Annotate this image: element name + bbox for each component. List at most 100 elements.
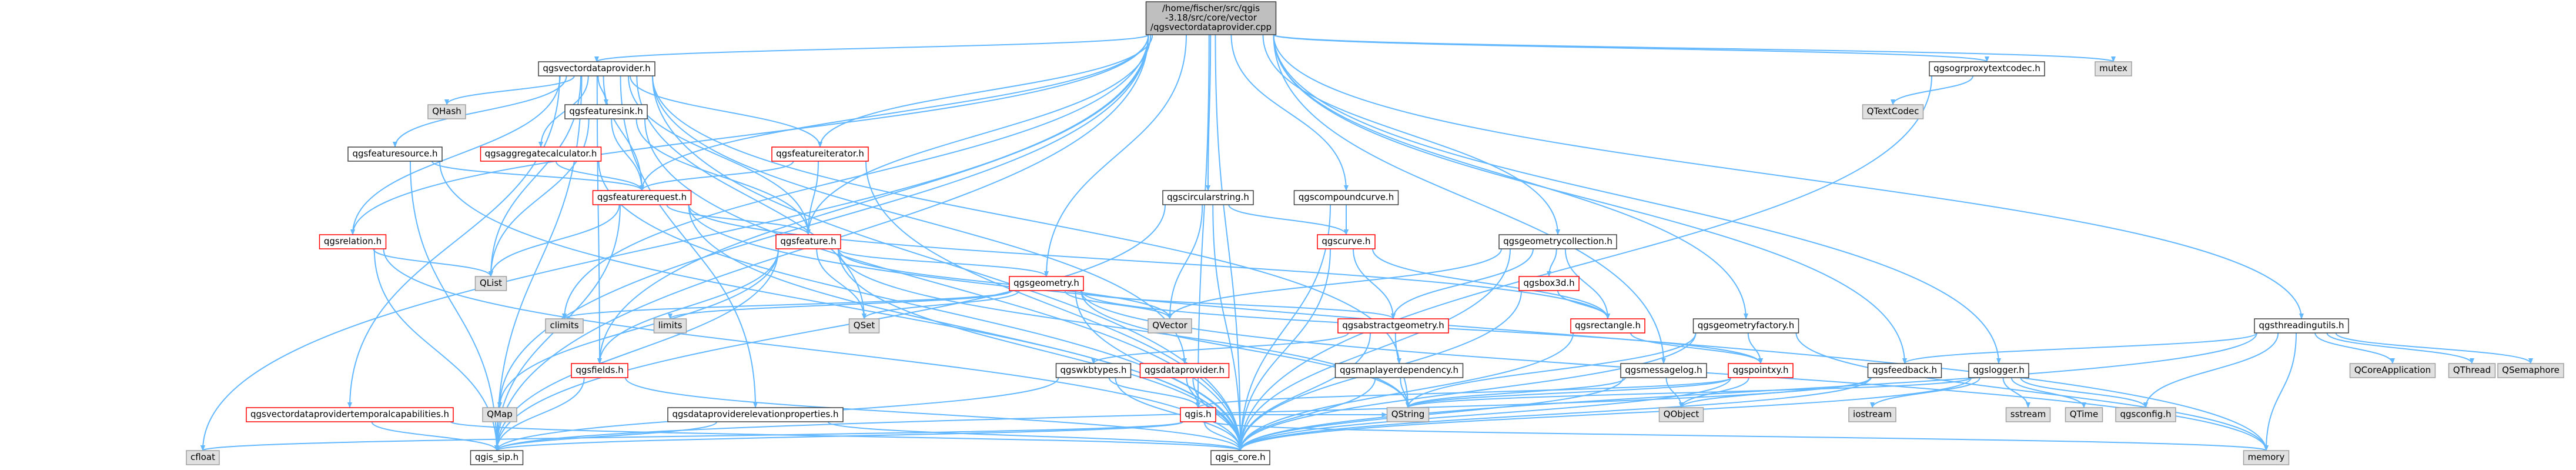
edge-vdp_h-to-qhash [444,75,575,105]
node-box [1692,318,1799,334]
node-ogrproxy[interactable]: qgsogrproxytextcodec.h [1929,61,2045,76]
node-root[interactable]: /home/fischer/src/qgis-3.18/src/core/vec… [1145,1,1277,35]
edge-logger-to-qgsconfig [2020,377,2148,408]
node-label: qgslogger.h [1973,365,2025,375]
node-label: -3.18/src/core/vector [1165,12,1257,23]
node-threadingutils[interactable]: qgsthreadingutils.h [2254,318,2349,334]
node-featurerequest[interactable]: qgsfeaturerequest.h [592,190,692,205]
node-rectangle[interactable]: qgsrectangle.h [1570,318,1645,334]
node-qlist[interactable]: QList [474,276,507,291]
node-box [1862,104,1924,119]
node-qgis_core[interactable]: qgis_core.h [1210,450,1270,465]
node-qcoreapp[interactable]: QCoreApplication [2349,363,2436,378]
edge-logger-to-iostream [1870,377,1980,408]
node-aggcalc[interactable]: qgsaggregatecalculator.h [480,146,602,162]
node-qtextcodec[interactable]: QTextCodec [1862,104,1924,119]
node-box [1570,318,1645,334]
node-qsemaphore[interactable]: QSemaphore [2497,363,2564,378]
node-limits[interactable]: limits [653,318,687,334]
edge-featurerequest-to-memory [688,204,2269,451]
edge-root-to-threadingutils [1273,34,2304,319]
node-qhash[interactable]: QHash [427,104,466,119]
node-circularstring[interactable]: qgscircularstring.h [1162,190,1254,205]
node-fields[interactable]: qgsfields.h [571,363,628,378]
node-qgis_h[interactable]: qgis.h [1180,407,1216,422]
edge-fields-to-qgis_core [625,377,1243,451]
node-qobject[interactable]: QObject [1658,407,1704,422]
edge-curve-to-abstractgeom [1353,248,1396,319]
node-abstractgeom[interactable]: qgsabstractgeometry.h [1337,318,1449,334]
node-qvector[interactable]: QVector [1148,318,1192,334]
edge-elevprops-to-qgis_sip [494,421,717,451]
node-layer: /home/fischer/src/qgis-3.18/src/core/vec… [186,1,2564,465]
node-featuresource[interactable]: qgsfeaturesource.h [347,146,443,162]
edge-root-to-geometry [1044,34,1187,277]
node-qstring[interactable]: QString [1386,407,1430,422]
node-box [1009,276,1084,291]
edge-geomfactory-to-memory [1795,332,2269,451]
node-label: qgsbox3d.h [1523,278,1574,288]
node-label: /qgsvectordataprovider.cpp [1150,22,1272,32]
node-climits[interactable]: climits [545,318,584,334]
node-logger[interactable]: qgslogger.h [1968,363,2029,378]
edge-threadingutils-to-feedback [1902,332,2257,364]
edge-root-to-climits [562,34,1149,319]
node-curve[interactable]: qgscurve.h [1317,234,1376,249]
node-elevprops[interactable]: qgsdataproviderelevationproperties.h [667,407,844,422]
node-qmap[interactable]: QMap [482,407,517,422]
node-dataprovider[interactable]: qgsdataprovider.h [1139,363,1230,378]
node-pointxy[interactable]: qgspointxy.h [1728,363,1794,378]
node-label: qgsgeometry.h [1013,278,1079,288]
node-box [474,276,507,291]
node-qset[interactable]: QSet [848,318,880,334]
edge-threadingutils-to-qgsconfig [2143,332,2279,408]
node-box [319,234,387,249]
edge-vdp_h-to-qset [636,75,867,319]
node-mutex[interactable]: mutex [2095,61,2132,76]
node-label: qgsmessagelog.h [1625,365,1702,375]
node-box3d[interactable]: qgsbox3d.h [1518,276,1580,291]
node-sstream[interactable]: sstream [2005,407,2051,422]
node-wkbtypes[interactable]: qgswkbtypes.h [1055,363,1132,378]
node-memory[interactable]: memory [2243,450,2290,465]
node-label: qgsrectangle.h [1575,320,1641,331]
node-geomfactory[interactable]: qgsgeometryfactory.h [1692,318,1799,334]
edge-featureiter-to-feature [806,161,819,235]
node-box [2448,363,2496,378]
edge-geometry-to-qstring [1080,290,1410,408]
node-vdptemporal[interactable]: qgsvectordataprovidertemporalcapabilitie… [246,407,454,422]
node-label: qgscompoundcurve.h [1299,192,1394,202]
node-feature[interactable]: qgsfeature.h [775,234,841,249]
node-label: cfloat [190,452,215,462]
node-relation[interactable]: qgsrelation.h [319,234,387,249]
node-label: QCoreApplication [2354,365,2431,375]
node-label: qgis.h [1185,409,1211,419]
node-iostream[interactable]: iostream [1848,407,1896,422]
node-label: qgsfeaturesource.h [352,148,437,159]
node-compoundcurve[interactable]: qgscompoundcurve.h [1293,190,1399,205]
node-maplayerdep[interactable]: qgsmaplayerdependency.h [1334,363,1464,378]
node-label: sstream [2010,409,2046,419]
node-cfloat[interactable]: cfloat [186,450,220,465]
node-feedback[interactable]: qgsfeedback.h [1867,363,1942,378]
node-messagelog[interactable]: qgsmessagelog.h [1620,363,1707,378]
node-geometry[interactable]: qgsgeometry.h [1009,276,1084,291]
node-box [246,407,454,422]
edge-geometry-to-qset [862,290,1020,319]
node-featureiter[interactable]: qgsfeatureiterator.h [771,146,869,162]
node-label: qgsthreadingutils.h [2259,320,2344,331]
node-label: /home/fischer/src/qgis [1162,3,1260,14]
node-box [592,190,692,205]
node-geomcollection[interactable]: qgsgeometrycollection.h [1498,234,1617,249]
node-vdp_h[interactable]: qgsvectordataprovider.h [538,61,655,76]
edge-compoundcurve-to-qgis_core [1238,204,1331,451]
node-qtime[interactable]: QTime [2065,407,2103,422]
node-qgis_sip[interactable]: qgis_sip.h [470,450,524,465]
node-label: qgsvectordataprovidertemporalcapabilitie… [250,409,449,419]
node-label: QThread [2453,365,2491,375]
node-qthread[interactable]: QThread [2448,363,2496,378]
node-qgsconfig[interactable]: qgsconfig.h [2115,407,2176,422]
edge-featurerequest-to-rectangle [688,204,1610,319]
node-featuresink[interactable]: qgsfeaturesink.h [564,104,648,119]
node-label: mutex [2099,63,2127,74]
